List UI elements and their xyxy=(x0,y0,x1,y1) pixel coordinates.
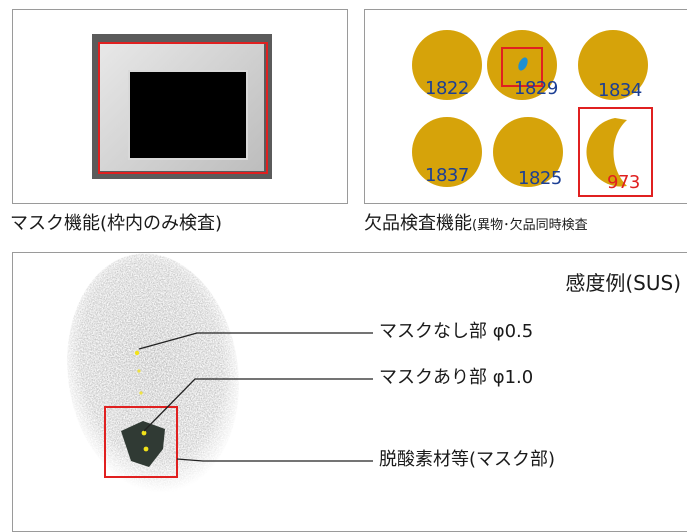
label-with-mask: マスクあり部 φ1.0 xyxy=(379,367,534,388)
coin-number: 1834 xyxy=(598,80,642,101)
leader-no-mask xyxy=(138,332,373,350)
xray-cloud xyxy=(67,253,239,493)
marker-faint xyxy=(139,391,143,395)
coin-number: 973 xyxy=(607,172,640,193)
deoxidizer-object xyxy=(121,421,165,467)
coin-973-body xyxy=(586,118,627,187)
masked-tray-image xyxy=(92,34,272,179)
missing-item-caption-main: 欠品検査機能 xyxy=(364,213,472,234)
missing-part-frame xyxy=(578,107,653,197)
missing-item-caption-sub: (異物･欠品同時検査 xyxy=(472,218,588,233)
label-deoxidizer: 脱酸素材等(マスク部) xyxy=(379,449,556,470)
missing-item-panel: 1822 1829 1834 1837 1825 973 xyxy=(364,9,687,204)
coin-number: 1829 xyxy=(514,78,558,99)
marker-no-mask xyxy=(134,350,140,356)
coin-1822 xyxy=(412,30,482,100)
mask-function-caption: マスク機能(枠内のみ検査) xyxy=(10,213,223,234)
coin-grid xyxy=(412,30,653,197)
mask-function-panel xyxy=(12,9,348,204)
coin-1837 xyxy=(412,117,482,187)
tray-inner-area xyxy=(100,42,264,171)
leader-deoxidizer xyxy=(176,458,373,462)
coin-number: 1822 xyxy=(425,78,469,99)
mask-frame xyxy=(104,406,178,478)
marker-with-mask xyxy=(141,430,147,436)
coin-1825 xyxy=(493,117,563,187)
sensitivity-panel: 感度例(SUS) マスクなし部 φ0.5 マスクあり部 φ1.0 脱酸素材等(マ… xyxy=(12,252,687,532)
foreign-object-frame xyxy=(501,47,543,87)
marker-faint xyxy=(137,369,141,373)
label-no-mask: マスクなし部 φ0.5 xyxy=(379,321,534,342)
marker-object xyxy=(143,446,149,452)
missing-item-caption: 欠品検査機能(異物･欠品同時検査 xyxy=(364,215,588,233)
coin-number: 1837 xyxy=(425,165,469,186)
xray-image xyxy=(67,253,373,493)
leader-with-mask xyxy=(143,378,373,432)
sensitivity-title: 感度例(SUS) xyxy=(565,271,681,295)
tray-window xyxy=(128,70,248,160)
coin-number: 1825 xyxy=(518,168,562,189)
mask-inspection-frame xyxy=(98,42,268,174)
foreign-object-spot xyxy=(518,57,528,71)
coin-1834 xyxy=(578,30,648,100)
